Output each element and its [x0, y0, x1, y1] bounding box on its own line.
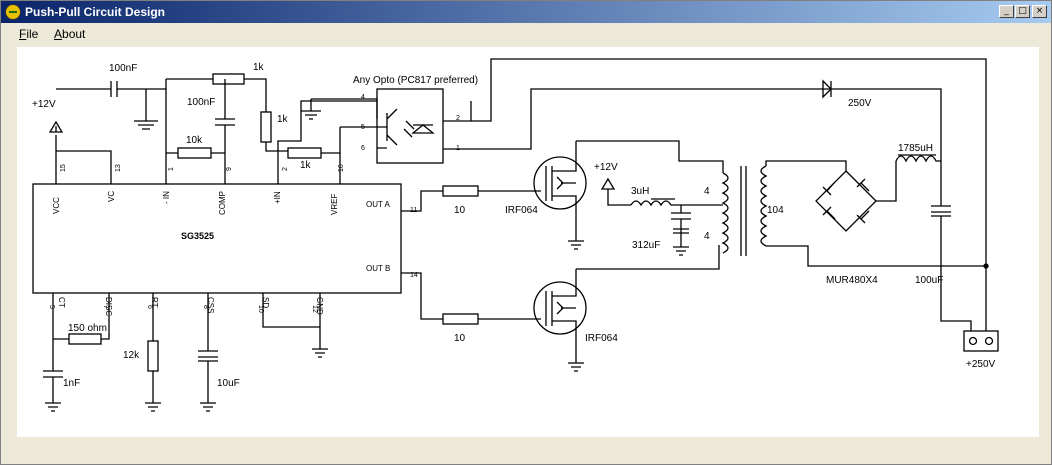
pin-num-12: 12	[311, 305, 318, 313]
menu-file-rest: ile	[26, 27, 39, 41]
output-connector	[963, 330, 999, 352]
title-bar[interactable]: Push-Pull Circuit Design _ □ ×	[1, 1, 1051, 23]
ic-name: SG3525	[181, 231, 214, 241]
cap-100uf-label: 100uF	[915, 275, 943, 286]
pin-num-15: 15	[60, 164, 67, 172]
res-10k-label: 10k	[186, 135, 203, 146]
opto-label: Any Opto (PC817 preferred)	[353, 75, 478, 86]
opto-pin-6: 6	[361, 145, 365, 152]
ic-sg3525-body	[32, 183, 402, 294]
pin-num-9: 9	[226, 167, 233, 171]
res-gate-a-label: 10	[454, 205, 466, 216]
res-1k-top-label: 1k	[253, 62, 265, 73]
cap-10uf-label: 10uF	[217, 378, 240, 389]
res-gate-b-label: 10	[454, 333, 466, 344]
vcc-supply-wire	[48, 120, 112, 184]
output-filter	[895, 154, 989, 331]
opto-pin-5: 5	[361, 124, 365, 131]
menu-bar: File About	[1, 24, 1051, 44]
res-1k-in	[277, 100, 377, 184]
inductor-3uh-label: 3uH	[631, 186, 649, 197]
pin-num-6: 6	[146, 305, 153, 309]
inductor-out-label: 1785uH	[898, 143, 933, 154]
res-150-label: 150 ohm	[68, 323, 107, 334]
pin-label-minus-in: - IN	[162, 191, 171, 204]
schematic-canvas: SG3525 VCC VC - IN COMP +IN VREF 15 13 1…	[17, 47, 1039, 437]
pin-num-13: 13	[115, 164, 122, 172]
cap-1nf-label: 1nF	[63, 378, 80, 389]
menu-file-mnemonic: F	[19, 27, 27, 41]
minimize-button[interactable]: _	[999, 5, 1014, 18]
window-title: Push-Pull Circuit Design	[25, 5, 166, 19]
feedback-wires	[471, 58, 987, 331]
cap-100nf-top	[56, 81, 167, 184]
mosfet-a	[533, 141, 587, 250]
pin-label-vref: VREF	[330, 194, 339, 215]
pin-label-css: CSS	[206, 297, 215, 313]
transformer	[721, 160, 941, 267]
pin-num-8: 8	[202, 305, 209, 309]
mosfet-a-label: IRF064	[505, 205, 538, 216]
pin-label-comp: COMP	[218, 191, 227, 215]
maximize-button[interactable]: □	[1015, 5, 1030, 18]
circuit-schematic: SG3525 VCC VC - IN COMP +IN VREF 15 13 1…	[32, 58, 999, 412]
pin-num-16: 16	[338, 164, 345, 172]
mosfet-b-label: IRF064	[585, 333, 618, 344]
app-icon[interactable]	[5, 4, 21, 20]
menu-about-mnemonic: A	[54, 27, 63, 41]
xfmr-primary-bottom-label: 4	[704, 231, 710, 242]
bridge-label: MUR480X4	[826, 275, 878, 286]
supply-label-mid: +12V	[594, 162, 618, 173]
timing-network	[43, 293, 328, 412]
xfmr-secondary-label: 104	[767, 205, 784, 216]
out-a-label: OUT A	[366, 200, 391, 209]
cap-100nf-mid-label: 100nF	[187, 97, 215, 108]
menu-about[interactable]: About	[54, 27, 85, 41]
opto-pin-1: 1	[456, 145, 460, 152]
diode-250v-label: 250V	[848, 98, 872, 109]
out-b-num: 14	[410, 272, 418, 279]
xfmr-primary-top-label: 4	[704, 186, 710, 197]
out-b-label: OUT B	[366, 264, 390, 273]
res-1k-in-label: 1k	[300, 160, 312, 171]
close-button[interactable]: ×	[1032, 5, 1047, 18]
pin-label-plus-in: +IN	[273, 191, 282, 204]
mosfet-b	[533, 269, 587, 372]
pin-num-10: 10	[257, 305, 264, 313]
pin-num-2: 2	[282, 167, 289, 171]
pin-label-sd: SD	[261, 297, 270, 308]
pin-label-ct: CT	[57, 297, 66, 308]
supply-label-left: +12V	[32, 99, 56, 110]
pin-num-5: 5	[48, 305, 55, 309]
bridge-rectifier	[815, 161, 897, 232]
gate-wiring	[401, 185, 541, 325]
cap-312uf-label: 312uF	[632, 240, 660, 251]
res-1k-top	[165, 73, 278, 152]
opto-pin-4: 4	[361, 94, 365, 101]
pin-label-rt: RT	[150, 297, 159, 308]
opto-pin-2: 2	[456, 115, 460, 122]
output-label: +250V	[966, 359, 996, 370]
pin-num-1: 1	[168, 167, 175, 171]
res-12k-label: 12k	[123, 350, 140, 361]
optocoupler	[301, 88, 831, 164]
pin-label-vc: VC	[107, 191, 116, 202]
pin-label-vcc: VCC	[52, 197, 61, 214]
primary-wiring	[576, 140, 724, 270]
menu-about-rest: bout	[62, 27, 86, 41]
pin-num-7: 7	[102, 305, 109, 309]
menu-file[interactable]: File	[19, 27, 38, 41]
cap-100nf-mid	[215, 79, 235, 184]
res-1k-side-label: 1k	[277, 114, 289, 125]
res-10k	[166, 147, 225, 159]
cap-100nf-top-label: 100nF	[109, 63, 137, 74]
